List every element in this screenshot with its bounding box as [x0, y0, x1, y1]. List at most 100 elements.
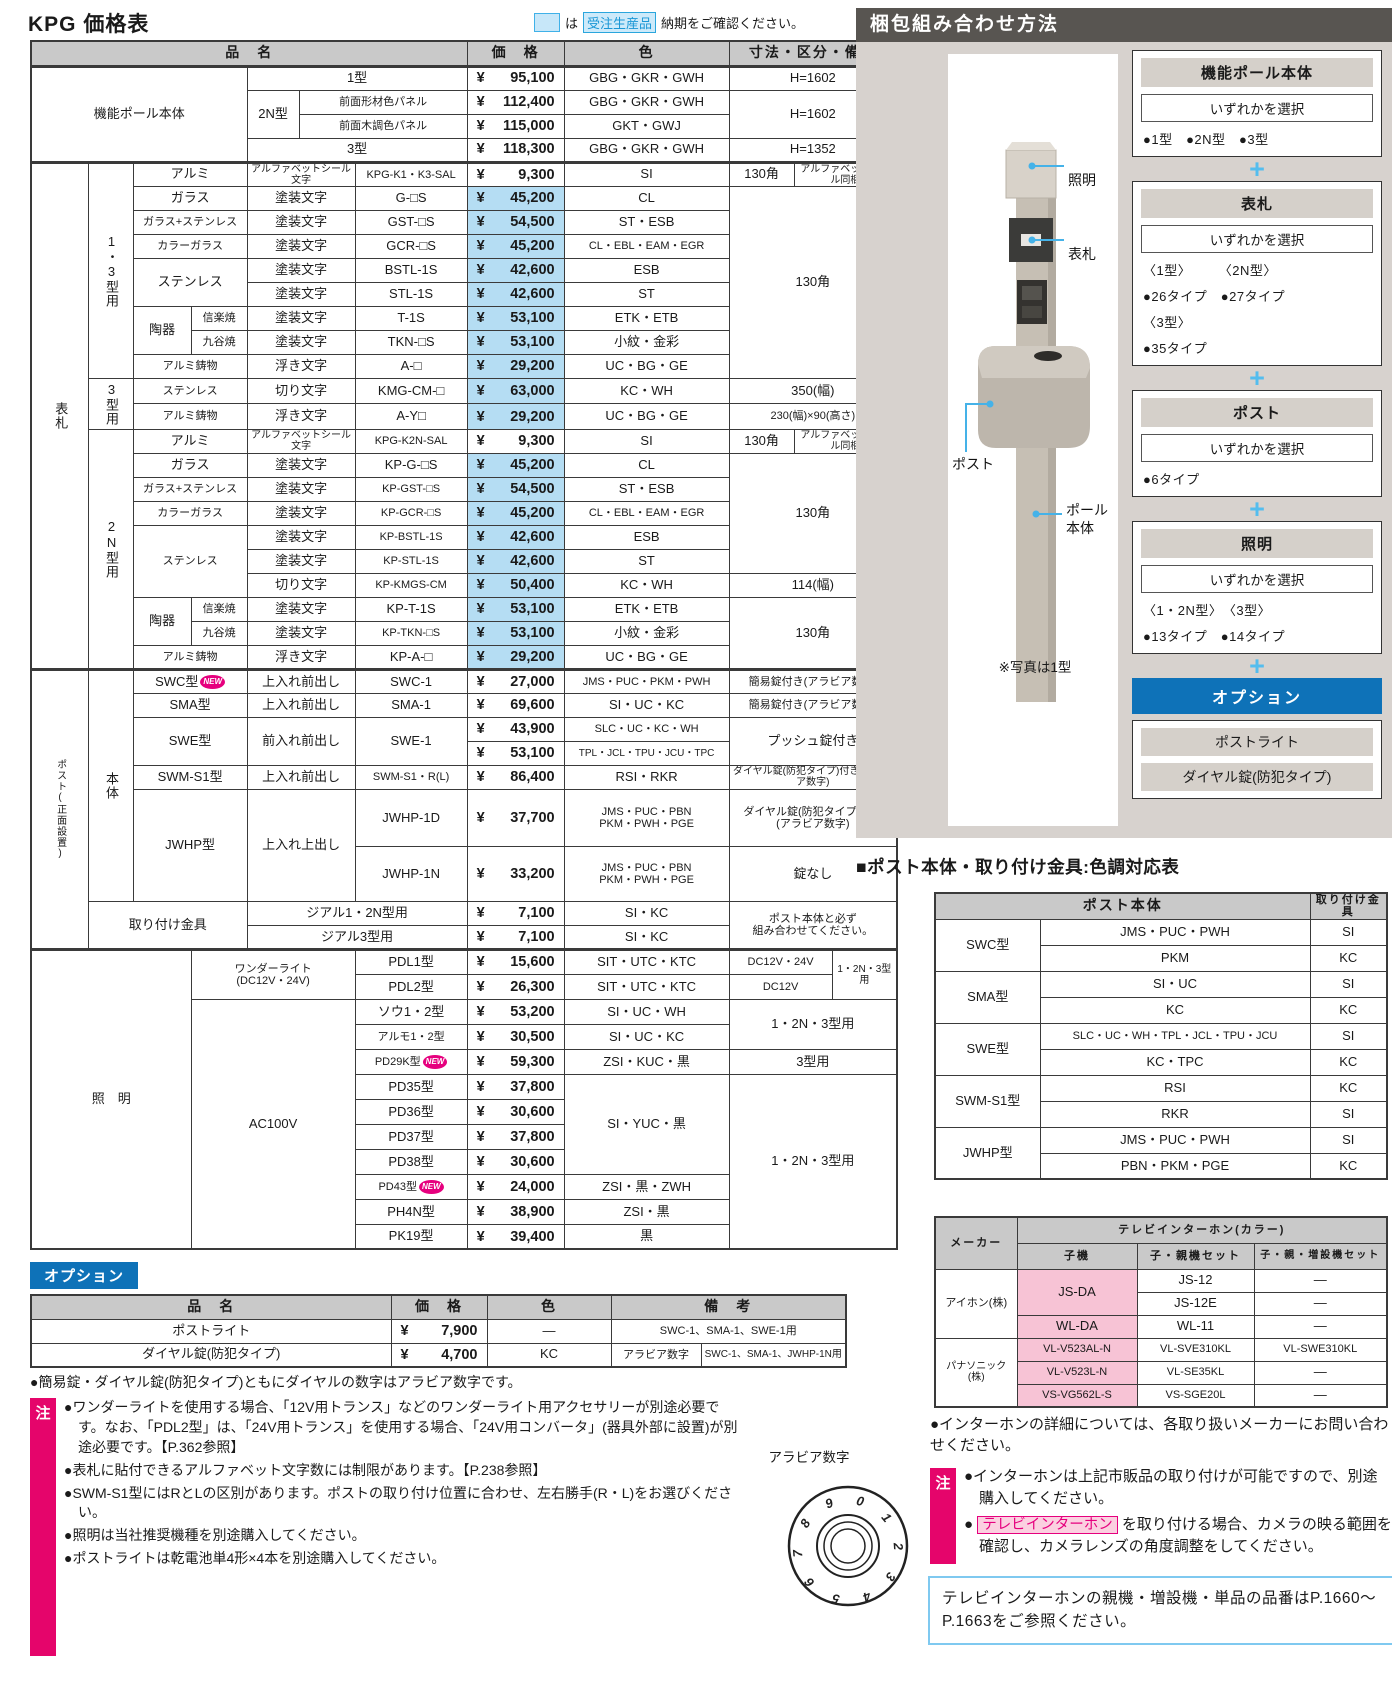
select-options: 〈3型〉	[1143, 315, 1192, 330]
option-item: ポストライト	[1141, 728, 1373, 756]
header-cell: 取り付け金具	[1309, 892, 1388, 920]
cell: KP-BSTL-1S	[354, 524, 468, 550]
cell: ZSI・KUC・黒	[563, 1048, 730, 1075]
cell: SI・UC・KC	[563, 692, 730, 718]
leader-dot-pole	[1032, 510, 1040, 518]
cell: JWHP-1N	[354, 845, 468, 902]
cell: VL-SWE310KL	[1253, 1337, 1388, 1362]
cell: GST-□S	[354, 209, 468, 235]
photo-caption: ※写真は1型	[998, 660, 1072, 675]
select-options: ●1型 ●2N型 ●3型	[1143, 132, 1269, 147]
cell: ¥45,200	[466, 185, 565, 211]
header-cell: 備 考	[610, 1294, 847, 1320]
legend-text: 納期をご確認ください。	[661, 16, 805, 31]
cell: KC	[1309, 1074, 1388, 1102]
cell: ¥86,400	[466, 764, 565, 790]
cell: KC	[1039, 996, 1311, 1024]
cell: ¥4,700	[390, 1342, 488, 1368]
cell: 1・2N・3型用	[728, 998, 898, 1050]
cell: RSI・RKR	[563, 764, 730, 790]
cell: KC	[1309, 1152, 1388, 1180]
cell: JS-12E	[1136, 1291, 1255, 1316]
option-item: ダイヤル錠(防犯タイプ)	[1141, 763, 1373, 791]
new-badge: NEW	[419, 1179, 444, 1194]
cell: UC・BG・GE	[563, 403, 730, 430]
cell: GBG・GKR・GWH	[563, 89, 730, 115]
cell: KP-KMGS-CM	[354, 572, 468, 598]
cell: KC	[1309, 944, 1388, 972]
cell: ポスト本体と必ず 組み合わせてください。	[728, 900, 898, 950]
cell: ESB	[563, 524, 730, 550]
cell: ETK・ETB	[563, 305, 730, 331]
header-cell: 子機	[1016, 1242, 1138, 1270]
dial-digit: 5	[830, 1591, 841, 1607]
cell: ポスト(正面設置)	[30, 667, 89, 950]
cell: ¥7,100	[466, 900, 565, 926]
cell: ポストライト	[30, 1318, 392, 1344]
cell: PH4N型	[354, 1198, 468, 1225]
cell: SWE型	[934, 1022, 1041, 1076]
cell: 塗装文字	[246, 620, 356, 646]
cell: 130角	[728, 160, 795, 187]
cell: SWC-1、SMA-1、SWE-1用	[610, 1318, 847, 1344]
cell: JWHP-1D	[354, 788, 468, 847]
cell: ガラス+ステンレス	[132, 476, 248, 502]
cell: SWE-1	[354, 716, 468, 766]
cell: JMS・PUC・PWH	[1039, 918, 1311, 946]
cell: アルミ鋳物	[132, 353, 248, 379]
dial-ring	[823, 1521, 873, 1571]
cell: ¥112,400	[466, 89, 565, 115]
cell: 浮き文字	[246, 403, 356, 430]
select-options: 〈1・2N型〉 〈3型〉	[1143, 603, 1272, 618]
cell: ¥53,100	[466, 596, 565, 622]
cell: ¥37,700	[466, 788, 565, 847]
cell: 照 明	[30, 947, 192, 1250]
cell: アルミ鋳物	[132, 403, 248, 430]
cell: ¥69,600	[466, 692, 565, 718]
cell: パナソニック(株)	[934, 1337, 1018, 1408]
cell: A-□	[354, 353, 468, 379]
cell: ¥59,300	[466, 1048, 565, 1075]
cell: JMS・PUC・PBN PKM・PWH・PGE	[563, 788, 730, 847]
label-light: 照明	[1068, 172, 1096, 188]
cell: 信楽焼	[190, 305, 248, 331]
intercom-table: メーカーテレビインターホン(カラー)子機子・親機セット子・親・増設機セットアイホ…	[934, 1216, 1388, 1408]
cell: KP-T-1S	[354, 596, 468, 622]
cell: SWE型	[132, 716, 248, 766]
dial-knob	[830, 1528, 866, 1564]
cell: ¥118,300	[466, 137, 565, 163]
label-pole-1: ポール	[1066, 502, 1108, 518]
cell: PDL2型	[354, 973, 468, 1000]
cell: SMA型	[132, 692, 248, 718]
cell: ¥53,100	[466, 620, 565, 646]
cell: 陶器	[132, 305, 192, 355]
cell: 塗装文字	[246, 524, 356, 550]
option-bar: オプション	[1132, 678, 1382, 714]
plus-icon: +	[1249, 363, 1265, 393]
cell: ¥54,500	[466, 476, 565, 502]
cell: ¥38,900	[466, 1198, 565, 1225]
cell: 切り文字	[246, 572, 356, 598]
cell: PBN・PKM・PGE	[1039, 1152, 1311, 1180]
cell: CL・EBL・EAM・EGR	[563, 500, 730, 526]
cell: SWM-S1・R(L)	[354, 764, 468, 790]
select-instruction: いずれかを選択	[1141, 565, 1373, 593]
cell: —	[1253, 1383, 1388, 1408]
cell: WL-DA	[1016, 1314, 1138, 1339]
leader-dot-light	[1028, 162, 1036, 170]
packing-combination-panel: 梱包組み合わせ方法 照明 表札 ポスト ポール 本体 ※写真	[856, 8, 1392, 838]
cell: SIT・UTC・KTC	[563, 973, 730, 1000]
cell: ¥50,400	[466, 572, 565, 598]
note-label: 注	[930, 1468, 956, 1564]
cell: VL-SE35KL	[1136, 1360, 1255, 1385]
cell: 黒	[563, 1223, 730, 1250]
header-cell: テレビインターホン(カラー)	[1016, 1216, 1388, 1244]
cell: 塗装文字	[246, 233, 356, 259]
cell: ¥30,600	[466, 1098, 565, 1125]
cell: PD38型	[354, 1148, 468, 1175]
made-to-order-swatch	[534, 13, 560, 32]
cell: 1・3型用	[87, 160, 134, 379]
cell: ステンレス	[132, 377, 248, 405]
